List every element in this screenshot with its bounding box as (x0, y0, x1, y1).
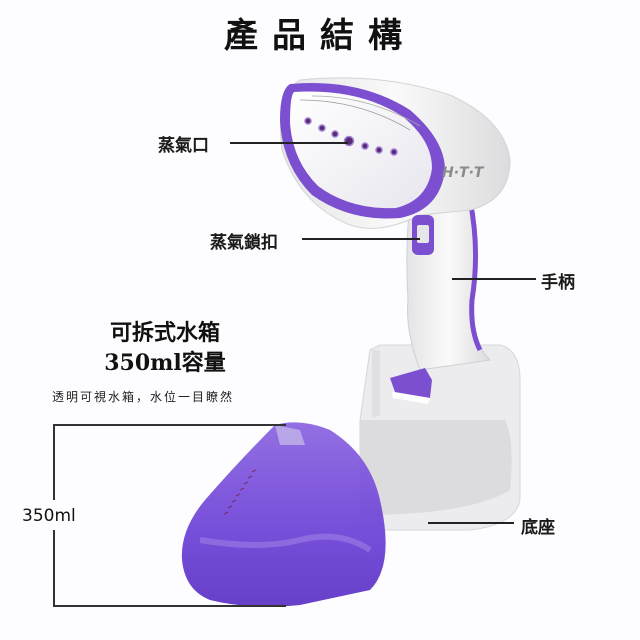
callout-steam-lock: 蒸氣鎖扣 (210, 233, 278, 253)
base-shape (359, 344, 521, 531)
callout-line-base (428, 522, 514, 524)
head-shape (279, 77, 511, 255)
feature-title-line1: 可拆式水箱 (109, 320, 220, 346)
callout-line-steam-lock (302, 238, 420, 240)
dimension-top-line (53, 424, 286, 426)
callout-line-handle (452, 278, 536, 280)
feature-title-line2: 350ml容量 (104, 350, 226, 376)
dimension-vline-top (53, 424, 55, 500)
callout-handle: 手柄 (541, 273, 575, 293)
dimension-bottom-line (53, 605, 286, 607)
callout-base: 底座 (521, 518, 555, 538)
callout-line-steam-outlet (230, 142, 348, 144)
dimension-vline-bottom (53, 530, 55, 606)
steam-holes (304, 117, 398, 156)
callout-steam-outlet: 蒸氣口 (158, 136, 209, 156)
feature-block: 可拆式水箱 350ml容量 (60, 318, 270, 378)
water-tank-shape (181, 422, 386, 607)
feature-subtitle: 透明可視水箱，水位一目瞭然 (52, 390, 235, 404)
page-title: 產品結構 (224, 16, 416, 56)
brand-logo: H·T·T (442, 165, 485, 181)
dimension-capacity-label: 350ml (22, 506, 76, 526)
